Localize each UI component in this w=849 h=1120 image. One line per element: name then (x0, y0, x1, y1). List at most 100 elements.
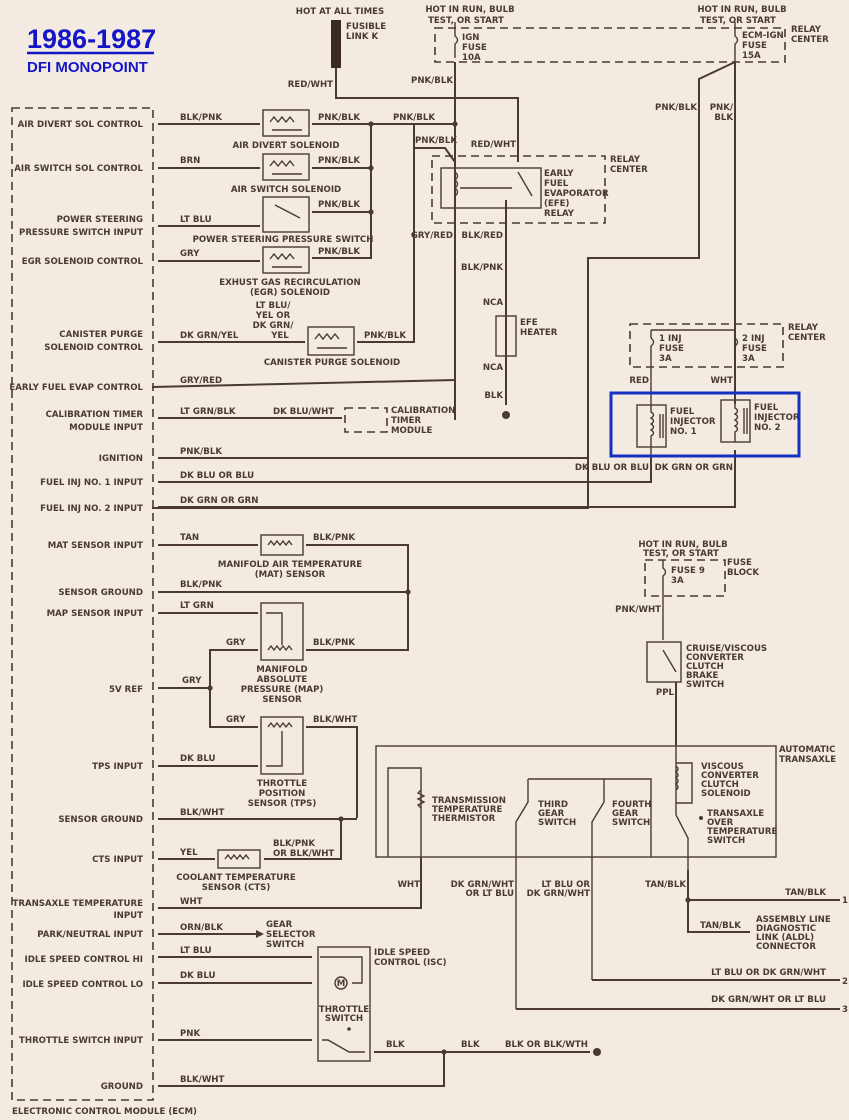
tps-out-wire (306, 726, 358, 818)
efe-relay-center-label-2: CENTER (610, 165, 648, 175)
ecm-pin-inj2: FUEL INJ NO. 2 INPUT (40, 504, 143, 514)
brake-switch-label-4: BRAKE (686, 671, 718, 681)
ecm-pin-air-switch: AIR SWITCH SOL CONTROL (14, 164, 143, 174)
thermistor-label-3: THERMISTOR (432, 814, 496, 824)
aldl-wire-label: TAN/BLK (700, 921, 741, 931)
cts-resistor (224, 853, 250, 861)
motor-label: M (337, 979, 346, 989)
efe-feed-wire (414, 147, 456, 163)
gear-selector-label-3: SWITCH (266, 940, 304, 950)
top-relay-center-label-2: CENTER (791, 35, 829, 45)
efe-ground-label: BLK (484, 391, 503, 401)
efe-relay-label-3: EVAPORATOR (544, 189, 609, 199)
trans-wht-label: WHT (397, 880, 420, 890)
fusible-wire-label: RED/WHT (288, 80, 333, 90)
third-wire-label-2: OR LT BLU (465, 889, 514, 899)
ecm-pin-canister-1: CANISTER PURGE (59, 330, 143, 340)
top-relay-center-label-1: RELAY (791, 25, 822, 35)
efe-ecm-wire-label: GRY/RED (180, 376, 222, 386)
ign-fuse-label-3: 10A (462, 53, 481, 63)
fuse-block-box (644, 559, 726, 597)
canister-alt-3: DK GRN/ (253, 321, 295, 331)
brake-switch-label-5: SWITCH (686, 680, 724, 690)
5v-ref-wire-label: GRY (182, 676, 202, 686)
inj1-label-2: INJECTOR (670, 417, 716, 427)
inj1-wire-label: DK BLU OR BLU (180, 471, 254, 481)
ign-fuse-label-1: IGN (462, 33, 479, 43)
blk-pnk-label: BLK/PNK (461, 263, 503, 273)
hot-at-all-times-label: HOT AT ALL TIMES (296, 7, 384, 17)
transaxle-temp-wire-label: WHT (180, 897, 203, 907)
cts-label-2: SENSOR (CTS) (202, 883, 271, 893)
motor-icon (334, 976, 348, 990)
inj1-red-label: RED (629, 376, 649, 386)
egr-coil (269, 252, 302, 268)
isc-hi-wire-label: LT BLU (180, 946, 212, 956)
ecm-pin-air-divert: AIR DIVERT SOL CONTROL (18, 120, 144, 130)
transaxle-label-2: TRANSAXLE (779, 755, 836, 765)
inj1-fuse-label-2: FUSE (659, 344, 684, 354)
isc-blk-label-2: BLK (461, 1040, 480, 1050)
efe-relay-label-4: (EFE) (544, 199, 570, 209)
transaxle-label-1: AUTOMATIC (779, 745, 835, 755)
inj2-wire (158, 450, 736, 508)
efe-red-wht-label: RED/WHT (471, 140, 516, 150)
cts-wire-label: YEL (179, 848, 198, 858)
sensor-group: TAN MANIFOLD AIR TEMPERATURE (MAT) SENSO… (158, 533, 422, 950)
canister-out-label: PNK/BLK (364, 331, 406, 341)
vcc-label-1: VISCOUS (701, 762, 744, 772)
mat-label-1: MANIFOLD AIR TEMPERATURE (218, 560, 362, 570)
efe-relay-group: PNK/BLK RED/WHT RELAY CENTER EARLY FUEL … (151, 97, 648, 419)
out2-wire-label: LT BLU OR DK GRN/WHT (711, 968, 826, 978)
third-gear-label-3: SWITCH (538, 818, 576, 828)
ecm-pin-cal-2: MODULE INPUT (69, 423, 143, 433)
thermistor-label-2: TEMPERATURE (432, 805, 503, 815)
brake-switch-label-1: CRUISE/VISCOUS (686, 644, 767, 654)
ecm-hot-label-1: HOT IN RUN, BULB (697, 5, 786, 15)
thermistor-label-1: TRANSMISSION (432, 796, 506, 806)
inj2-label-3: NO. 2 (754, 423, 781, 433)
isc-lo-wire-label: DK BLU (180, 971, 216, 981)
ecm-pin-cal-1: CALIBRATION TIMER (46, 410, 144, 420)
fuse-block-label-1: FUSE (727, 558, 752, 568)
gear-selector-label-1: GEAR (266, 920, 293, 930)
out1-num: 1 (842, 896, 848, 906)
map-out-label: BLK/PNK (313, 638, 355, 648)
injector-relay-center-box (629, 323, 784, 368)
third-wire-label-1: DK GRN/WHT (451, 880, 514, 890)
automatic-transaxle-box (375, 745, 777, 858)
brake-switch-group: HOT IN RUN, BULB TEST, OR START FUSE 9 3… (615, 540, 767, 745)
brake-switch-label-3: CLUTCH (686, 662, 724, 672)
aldl-label-4: CONNECTOR (756, 942, 816, 952)
ecm-feed-label-b1: PNK/ (710, 103, 734, 113)
ecm-ign-fuse-label-2: FUSE (742, 41, 767, 51)
inj2-fuse-label-3: 3A (742, 354, 755, 364)
ign-hot-label-1: HOT IN RUN, BULB (425, 5, 514, 15)
tps-wire-label: DK BLU (180, 754, 216, 764)
pnk-blk-bus-label: PNK/BLK (393, 113, 435, 123)
inj2-wht-label: WHT (710, 376, 733, 386)
aldl-label-1: ASSEMBLY LINE (756, 915, 831, 925)
ground-wire-ecm-label: BLK/WHT (180, 1075, 224, 1085)
thermistor-icon (416, 789, 426, 809)
tps-label-3: SENSOR (TPS) (248, 799, 317, 809)
ps-switch-contact (274, 204, 301, 219)
canister-wire-label: DK GRN/YEL (180, 331, 239, 341)
ecm-pin-isc-lo: IDLE SPEED CONTROL LO (22, 980, 143, 990)
ecm-pin-ps-1: POWER STEERING (57, 215, 143, 225)
ecm-pin-5v-ref: 5V REF (109, 685, 143, 695)
fuse-block-label-2: BLOCK (727, 568, 759, 578)
brake-switch-contact (662, 649, 677, 673)
vcc-label-2: CONVERTER (701, 771, 759, 781)
injector-relay-label-2: CENTER (788, 333, 826, 343)
tps-label-2: POSITION (259, 789, 306, 799)
mat-out-label: BLK/PNK (313, 533, 355, 543)
isc-blk-label-1: BLK (386, 1040, 405, 1050)
aldl-label-3: LINK (ALDL) (756, 933, 814, 943)
thermistor-loop (387, 767, 422, 858)
inj1-fuse-label-3: 3A (659, 354, 672, 364)
red-wht-wire (335, 68, 455, 99)
inj2-label-1: FUEL (754, 403, 779, 413)
inj2-label-2: INJECTOR (754, 413, 800, 423)
